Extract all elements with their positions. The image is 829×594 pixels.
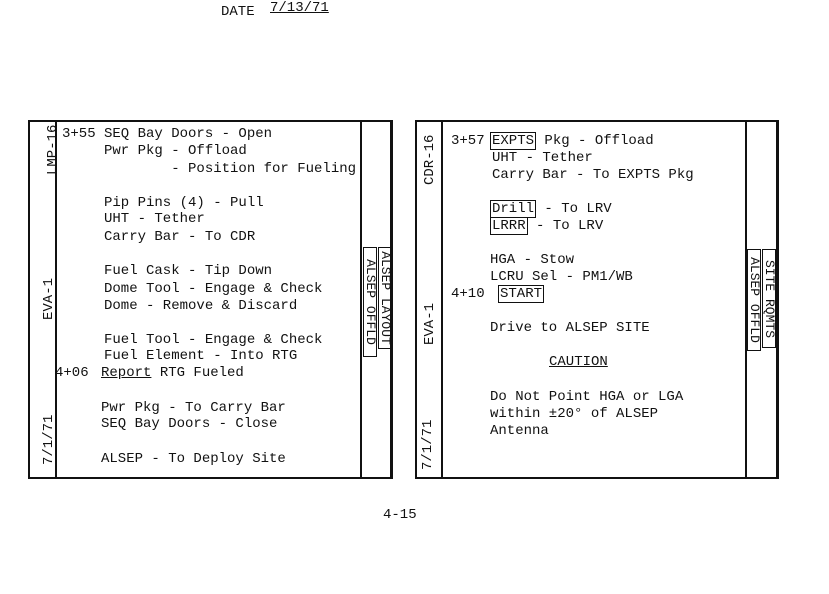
step: Fuel Cask - Tip Down <box>104 263 273 279</box>
step: Carry Bar - To EXPTS Pkg <box>492 167 694 183</box>
eva-label: EVA-1 <box>41 277 57 320</box>
crew-label: CDR-16 <box>422 134 438 185</box>
step: Pwr Pkg - Offload <box>104 143 247 159</box>
crew-label: LMP-16 <box>45 124 61 175</box>
step: Fuel Tool - Engage & Check <box>104 332 323 348</box>
caution-text: within ±20° of ALSEP <box>490 406 659 422</box>
right-checklist-card: CDR-16 EVA-1 7/1/71 SITE RQMTS ALSEP OFF… <box>415 120 779 479</box>
caution-text: Do Not Point HGA or LGA <box>490 389 684 405</box>
step: Dome - Remove & Discard <box>104 298 298 314</box>
tab-alsep-offld: ALSEP OFFLD <box>747 249 762 351</box>
left-checklist-card: LMP-16 EVA-1 7/1/71 ALSEP LAYOUT ALSEP O… <box>28 120 393 479</box>
time-stamp: 4+06 <box>55 365 89 381</box>
step: Drive to ALSEP SITE <box>490 320 650 336</box>
step: Dome Tool - Engage & Check <box>104 281 323 297</box>
page-number: 4-15 <box>383 507 417 523</box>
tab-alsep-layout: ALSEP LAYOUT <box>378 247 393 349</box>
step: Report RTG Fueled <box>101 365 244 381</box>
step: EXPTS Pkg - Offload <box>490 132 654 150</box>
caution-heading: CAUTION <box>549 354 608 370</box>
step: Fuel Element - Into RTG <box>104 348 298 364</box>
step: HGA - Stow <box>490 252 575 268</box>
step: Carry Bar - To CDR <box>104 229 256 245</box>
tab-alsep-offld: ALSEP OFFLD <box>363 247 378 357</box>
tab-site-rqmts: SITE RQMTS <box>762 249 777 348</box>
step: LRRR - To LRV <box>490 217 604 235</box>
date-value: 7/13/71 <box>270 0 329 16</box>
revision-date: 7/1/71 <box>41 414 57 465</box>
step: - Position for Fueling <box>104 161 357 177</box>
eva-label: EVA-1 <box>422 302 438 345</box>
step: UHT - Tether <box>492 150 593 166</box>
time-stamp: 4+10 <box>451 286 485 302</box>
step: Pwr Pkg - To Carry Bar <box>101 400 286 416</box>
date-label: DATE <box>221 4 255 20</box>
step: Drill - To LRV <box>490 200 612 218</box>
time-stamp: 3+55 <box>62 126 96 142</box>
caution-text: Antenna <box>490 423 549 439</box>
step: SEQ Bay Doors - Close <box>101 416 278 432</box>
revision-date: 7/1/71 <box>420 419 436 470</box>
step: Pip Pins (4) - Pull <box>104 195 264 211</box>
report-keyword: Report <box>101 365 152 381</box>
step: UHT - Tether <box>104 211 205 227</box>
step: SEQ Bay Doors - Open <box>104 126 273 142</box>
step: LCRU Sel - PM1/WB <box>490 269 633 285</box>
time-stamp: 3+57 <box>451 133 485 149</box>
step: START <box>498 285 545 303</box>
step: ALSEP - To Deploy Site <box>101 451 286 467</box>
